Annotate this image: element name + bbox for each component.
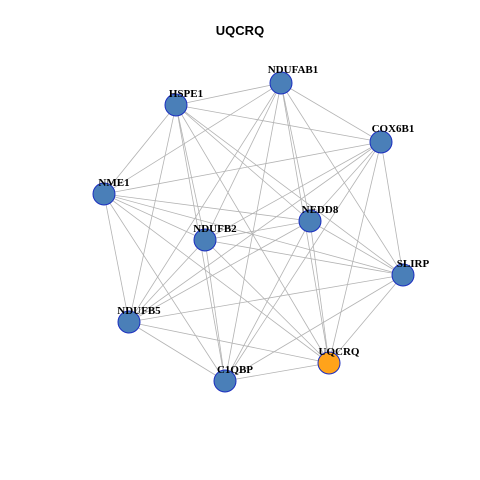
edge-cox6b1-c1qbp: [224, 141, 382, 382]
node-ndufb5: NDUFB5: [117, 305, 161, 334]
node-circle-hspe1: [164, 93, 188, 117]
node-ndufab1: NDUFAB1: [268, 64, 319, 95]
node-nme1: NME1: [92, 177, 130, 206]
edge-nedd8-ndufb2: [204, 220, 311, 241]
edge-ndufb5-c1qbp: [128, 321, 226, 382]
edge-nedd8-c1qbp: [224, 220, 311, 382]
node-label-ndufb5: NDUFB5: [117, 305, 161, 317]
edge-nme1-c1qbp: [103, 193, 226, 382]
edge-cox6b1-nme1: [103, 141, 382, 195]
node-circle-ndufab1: [269, 71, 293, 95]
node-label-nedd8: NEDD8: [302, 204, 339, 216]
edge-hspe1-ndufb2: [175, 104, 206, 241]
edge-ndufab1-cox6b1: [280, 82, 382, 143]
edge-ndufb5-uqcrq: [128, 321, 330, 364]
edge-hspe1-nme1: [103, 104, 177, 195]
edge-hspe1-ndufb5: [128, 104, 177, 323]
node-circle-nme1: [92, 182, 116, 206]
edge-cox6b1-ndufb5: [128, 141, 382, 323]
edge-nme1-slirp: [103, 193, 404, 276]
node-circle-c1qbp: [213, 369, 237, 393]
edge-ndufab1-nedd8: [280, 82, 311, 222]
node-circle-cox6b1: [369, 130, 393, 154]
diagram-title: UQCRQ: [216, 23, 264, 38]
edge-ndufb2-ndufb5: [128, 239, 206, 323]
edge-hspe1-nedd8: [175, 104, 311, 222]
node-label-ndufb2: NDUFB2: [193, 223, 237, 235]
edge-layer: [103, 82, 404, 382]
node-label-hspe1: HSPE1: [169, 88, 203, 100]
edge-ndufab1-nme1: [103, 82, 282, 195]
edge-hspe1-slirp: [175, 104, 404, 276]
edge-hspe1-cox6b1: [175, 104, 382, 143]
node-c1qbp: C1QBP: [213, 364, 253, 393]
node-cox6b1: COX6B1: [369, 123, 415, 154]
node-label-nme1: NME1: [98, 177, 129, 189]
edge-slirp-ndufb5: [128, 274, 404, 323]
edge-ndufb2-uqcrq: [204, 239, 330, 364]
edge-ndufab1-c1qbp: [224, 82, 282, 382]
node-label-c1qbp: C1QBP: [217, 364, 253, 376]
node-nedd8: NEDD8: [298, 204, 339, 233]
edge-slirp-c1qbp: [224, 274, 404, 382]
edge-ndufb2-c1qbp: [204, 239, 226, 382]
edge-nme1-nedd8: [103, 193, 311, 222]
node-slirp: SLIRP: [391, 258, 430, 287]
edge-ndufab1-slirp: [280, 82, 404, 276]
edge-cox6b1-ndufb2: [204, 141, 382, 241]
node-uqcrq: UQCRQ: [317, 346, 360, 375]
node-circle-ndufb5: [117, 310, 141, 334]
edge-nme1-ndufb5: [103, 193, 130, 323]
node-label-ndufab1: NDUFAB1: [268, 64, 319, 76]
node-label-cox6b1: COX6B1: [372, 123, 415, 135]
edge-ndufb2-slirp: [204, 239, 404, 276]
edge-nedd8-uqcrq: [309, 220, 330, 364]
node-circle-uqcrq: [317, 351, 341, 375]
edge-ndufab1-ndufb5: [128, 82, 282, 323]
edge-cox6b1-uqcrq: [328, 141, 382, 364]
node-hspe1: HSPE1: [164, 88, 203, 117]
edge-ndufab1-ndufb2: [204, 82, 282, 241]
edge-nme1-uqcrq: [103, 193, 330, 364]
edge-cox6b1-nedd8: [309, 141, 382, 222]
edge-nedd8-slirp: [309, 220, 404, 276]
edge-uqcrq-c1qbp: [224, 362, 330, 382]
node-circle-slirp: [391, 263, 415, 287]
node-ndufb2: NDUFB2: [193, 223, 237, 252]
edge-slirp-uqcrq: [328, 274, 404, 364]
edge-ndufab1-hspe1: [175, 82, 282, 106]
edge-nme1-ndufb2: [103, 193, 206, 241]
node-label-slirp: SLIRP: [397, 258, 430, 270]
edge-cox6b1-slirp: [380, 141, 404, 276]
node-label-uqcrq: UQCRQ: [319, 346, 360, 358]
node-circle-nedd8: [298, 209, 322, 233]
node-circle-ndufb2: [193, 228, 217, 252]
edge-nedd8-ndufb5: [128, 220, 311, 323]
